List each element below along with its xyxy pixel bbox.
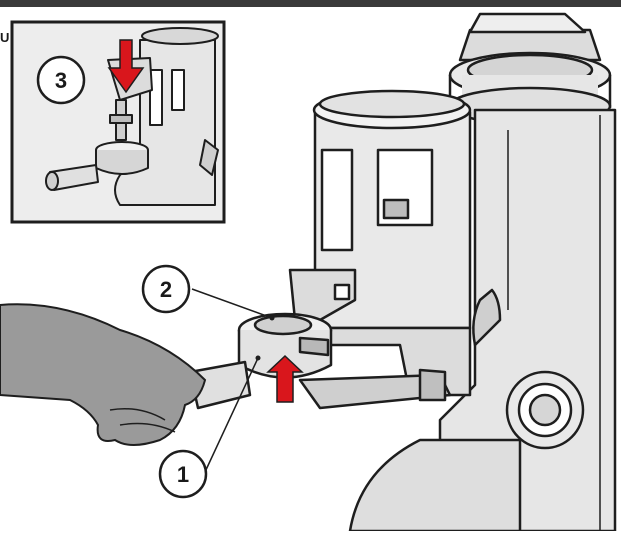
- grinder-base: [348, 438, 522, 533]
- callout-3: 3: [36, 55, 86, 105]
- inset-detail: 3: [10, 20, 226, 224]
- callout-2-label: 2: [160, 277, 172, 302]
- edge-glyph: U: [0, 30, 10, 45]
- doser-spout: [288, 268, 357, 322]
- side-lever: [472, 288, 502, 347]
- callout-2: 2: [141, 264, 191, 314]
- leader-line-1: [204, 357, 259, 473]
- grinder-machine: [188, 12, 617, 533]
- doser-window-left: [320, 148, 354, 252]
- arrow-up-icon: [266, 354, 304, 403]
- arrow-down-icon: [107, 39, 145, 94]
- hand: [0, 303, 207, 446]
- callout-1-label: 1: [177, 462, 189, 487]
- leader-line-2: [191, 288, 273, 319]
- portafilter-fork: [298, 373, 452, 410]
- callout-3-label: 3: [55, 68, 67, 93]
- callout-1: 1: [158, 449, 208, 499]
- top-bar: [0, 0, 621, 7]
